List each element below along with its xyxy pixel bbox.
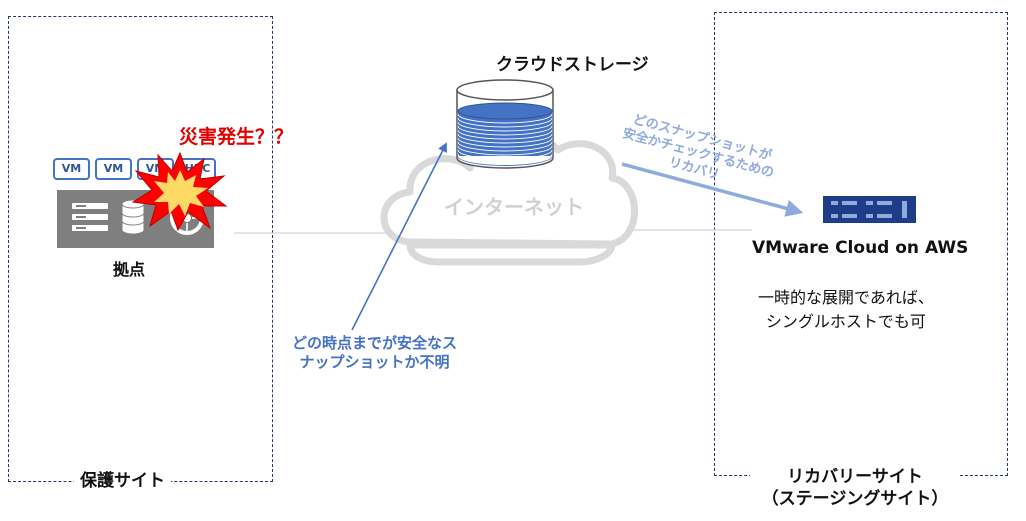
recovery-site-title: VMware Cloud on AWS [752, 238, 969, 258]
recovery-site-note: 一時的な展開であれば、 シングルホストでも可 [758, 286, 934, 334]
arrow-to-recovery [621, 162, 804, 217]
site-label-line: （ステージングサイト） [761, 489, 949, 509]
host-server-icon [823, 196, 916, 223]
storage-cylinder-icon [456, 79, 554, 169]
arrow-to-storage [351, 142, 447, 331]
uncertain-snapshot-note: どの時点までが安全なス ナップショットか不明 [292, 334, 457, 372]
base-label: 拠点 [113, 260, 146, 279]
vm-tile: VM [53, 158, 90, 180]
note-line: ナップショットか不明 [299, 353, 450, 371]
note-line: 一時的な展開であれば、 [758, 288, 934, 307]
vm-tile: VM [95, 158, 132, 180]
recovery-site-label: リカバリーサイト （ステージングサイト） [750, 466, 960, 510]
note-line: シングルホストでも可 [765, 312, 926, 331]
note-line: どの時点までが安全なス [292, 334, 458, 352]
cloud-storage-title: クラウドストレージ [496, 55, 649, 75]
internet-cloud-icon [380, 131, 638, 266]
explosion-icon [131, 151, 228, 232]
disaster-label: 災害発生？？ [179, 126, 294, 148]
site-label-line: リカバリーサイト [787, 467, 923, 487]
protected-site-label: 保護サイト [74, 470, 171, 492]
internet-label: インターネット [444, 195, 584, 219]
